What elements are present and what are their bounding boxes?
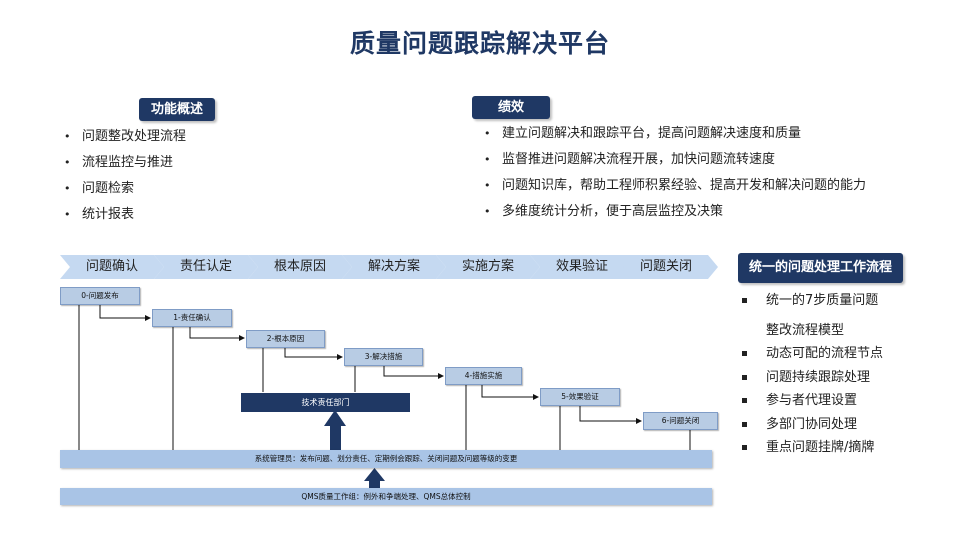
performance-item: 多维度统计分析，便于高层监控及决策: [480, 199, 940, 225]
feature-item: 问题检索: [60, 176, 440, 202]
stage-chevron: 问题关闭: [614, 255, 718, 279]
features-header: 功能概述: [139, 98, 215, 121]
flow-step: 1-责任确认: [152, 309, 232, 327]
unified-item: 整改流程模型: [766, 322, 845, 338]
performance-item: 建立问题解决和跟踪平台，提高问题解决速度和质量: [480, 121, 940, 147]
stage-chevron: 效果验证: [530, 255, 634, 279]
performance-list: 建立问题解决和跟踪平台，提高问题解决速度和质量 监督推进问题解决流程开展，加快问…: [480, 121, 940, 225]
unified-item: 参与者代理设置: [738, 389, 948, 413]
flow-step: 4-措施实施: [445, 367, 522, 385]
unified-item: 动态可配的流程节点: [738, 342, 948, 366]
flow-step: 2-根本原因: [246, 330, 325, 348]
unified-item: 多部门协同处理: [738, 413, 948, 437]
unified-item: 问题持续跟踪处理: [738, 366, 948, 390]
performance-item: 问题知识库，帮助工程师积累经验、提高开发和解决问题的能力: [480, 173, 940, 199]
stage-chevron: 问题确认: [60, 255, 164, 279]
feature-item: 流程监控与推进: [60, 150, 440, 176]
flow-step: 5-效果验证: [540, 388, 620, 406]
unified-header: 统一的问题处理工作流程: [738, 253, 903, 283]
stage-chevron-bar: 问题确认 责任认定 根本原因 解决方案 实施方案 效果验证 问题关闭: [60, 255, 720, 279]
stage-chevron: 根本原因: [248, 255, 352, 279]
unified-item: 统一的7步质量问题: [738, 289, 948, 313]
qms-bar: QMS质量工作组：例外和争端处理、QMS总体控制: [60, 488, 712, 505]
flow-step: 6-问题关闭: [643, 412, 718, 430]
flow-step: 0-问题发布: [60, 287, 140, 305]
performance-header: 绩效: [472, 96, 550, 119]
feature-item: 统计报表: [60, 202, 440, 228]
unified-item: 重点问题挂牌/摘牌: [738, 436, 948, 460]
page-title: 质量问题跟踪解决平台: [349, 29, 610, 58]
stage-chevron: 解决方案: [342, 255, 446, 279]
unified-list: 统一的7步质量问题 整改流程模型 动态可配的流程节点 问题持续跟踪处理 参与者代…: [738, 289, 948, 460]
performance-item: 监督推进问题解决流程开展，加快问题流转速度: [480, 147, 940, 173]
stage-chevron: 责任认定: [154, 255, 258, 279]
department-box: 技术责任部门: [241, 393, 410, 412]
features-list: 问题整改处理流程 流程监控与推进 问题检索 统计报表: [60, 124, 440, 228]
sysadmin-bar: 系统管理员：发布问题、划分责任、定期例会跟踪、关闭问题及问题等级的变更: [60, 450, 712, 468]
feature-item: 问题整改处理流程: [60, 124, 440, 150]
stage-chevron: 实施方案: [436, 255, 540, 279]
flow-step: 3-解决措施: [344, 348, 423, 366]
